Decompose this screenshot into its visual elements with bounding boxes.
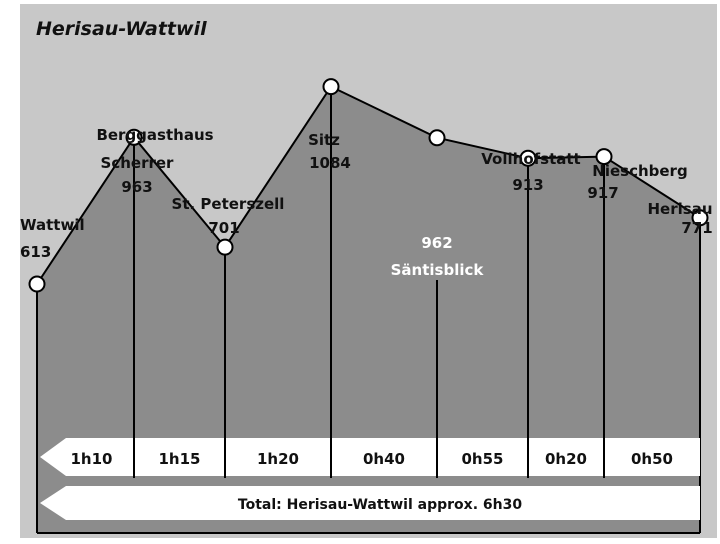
duration-label: 0h20 — [545, 450, 587, 468]
station-name-sitz: Sitz — [308, 131, 340, 149]
duration-label: 0h55 — [462, 450, 504, 468]
duration-label: 0h50 — [631, 450, 673, 468]
station-point-st-peterszell — [216, 238, 234, 256]
station-name-santisblick: Säntisblick — [391, 261, 485, 279]
station-name-wattwil: Wattwil — [20, 216, 85, 234]
station-elevation-wattwil: 613 — [20, 243, 51, 261]
profile-line — [36, 85, 701, 285]
duration-label: 0h40 — [363, 450, 405, 468]
chart-title: Herisau-Wattwil — [36, 18, 207, 40]
station-point-berggasthaus-scherrer — [125, 128, 143, 146]
total-arrow — [40, 486, 700, 520]
duration-label: 1h10 — [71, 450, 113, 468]
total-label: Total: Herisau-Wattwil approx. 6h30 — [238, 497, 522, 513]
station-name-nieschberg: Nieschberg — [592, 162, 687, 180]
station-elevation-nieschberg: 917 — [587, 184, 618, 202]
station-point-nieschberg — [595, 148, 613, 166]
station-point-wattwil — [28, 275, 46, 293]
station-elevation-santisblick: 962 — [421, 234, 452, 252]
station-elevation-berggasthaus-scherrer: 963 — [121, 178, 152, 196]
station-elevation-vollhofstatt: 913 — [512, 176, 543, 194]
station-elevation-st-peterszell: 701 — [208, 219, 239, 237]
station-name-herisau: Herisau — [648, 200, 713, 218]
duration-arrow — [40, 438, 700, 476]
station-elevation-herisau: 771 — [681, 219, 712, 237]
station-elevation-sitz: 1084 — [309, 154, 351, 172]
profile-area — [37, 86, 700, 534]
station-name-berggasthaus-scherrer: Scherrer — [101, 154, 175, 172]
duration-label: 1h15 — [159, 450, 201, 468]
station-name-vollhofstatt: Vollhofstatt — [481, 150, 580, 168]
station-name-st-peterszell: St. Peterszell — [172, 195, 285, 213]
station-point-vollhofstatt — [519, 149, 537, 167]
station-point-sitz — [322, 78, 340, 96]
station-point-santisblick — [428, 129, 446, 147]
station-point-herisau — [691, 209, 709, 227]
station-name-berggasthaus-scherrer: Berggasthaus — [96, 126, 213, 144]
duration-label: 1h20 — [257, 450, 299, 468]
